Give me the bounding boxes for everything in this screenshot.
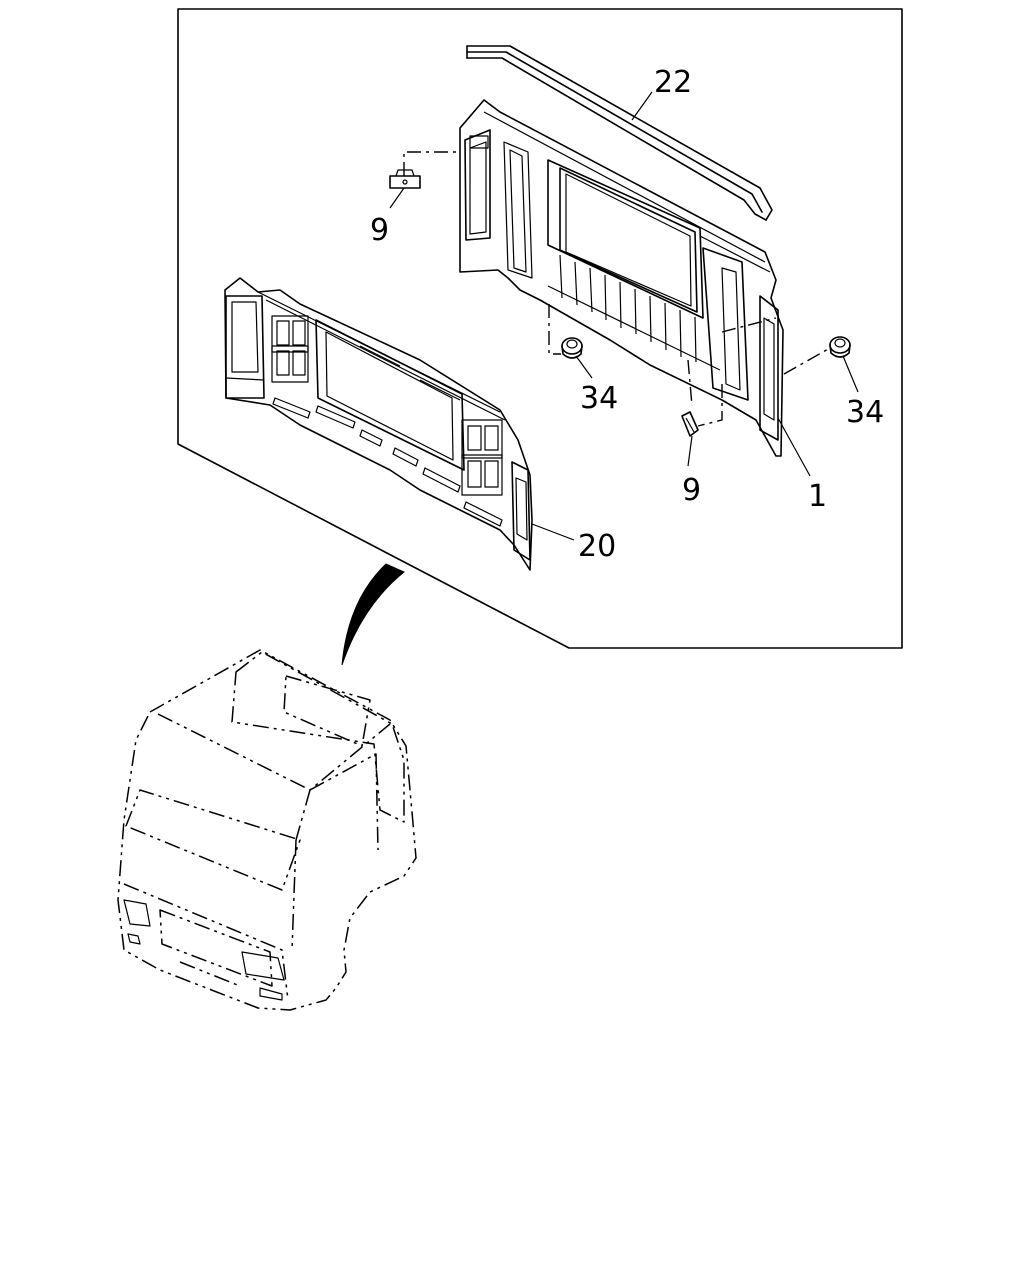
callout-1: 1 xyxy=(808,479,827,514)
clip-part-9-bottom xyxy=(681,411,699,437)
back-panel-part-1 xyxy=(459,99,784,457)
callout-22: 22 xyxy=(654,65,692,100)
leader-lines xyxy=(389,91,859,541)
grommet-part-34-right xyxy=(829,336,851,358)
detail-pointer-arrow xyxy=(341,563,405,666)
callout-34-right: 34 xyxy=(846,395,884,430)
grommet-part-34-left xyxy=(561,337,583,359)
clip-part-9-top xyxy=(389,169,421,189)
seal-strip-part-22 xyxy=(466,45,773,221)
callout-20: 20 xyxy=(578,529,616,564)
callout-34-left: 34 xyxy=(580,381,618,416)
trim-panel-part-20 xyxy=(224,277,533,571)
detail-frame xyxy=(177,8,903,649)
callout-9-bottom: 9 xyxy=(682,473,701,508)
callout-9-top: 9 xyxy=(370,213,389,248)
assembly-lines xyxy=(403,151,831,427)
truck-cab-outline xyxy=(117,649,417,1011)
